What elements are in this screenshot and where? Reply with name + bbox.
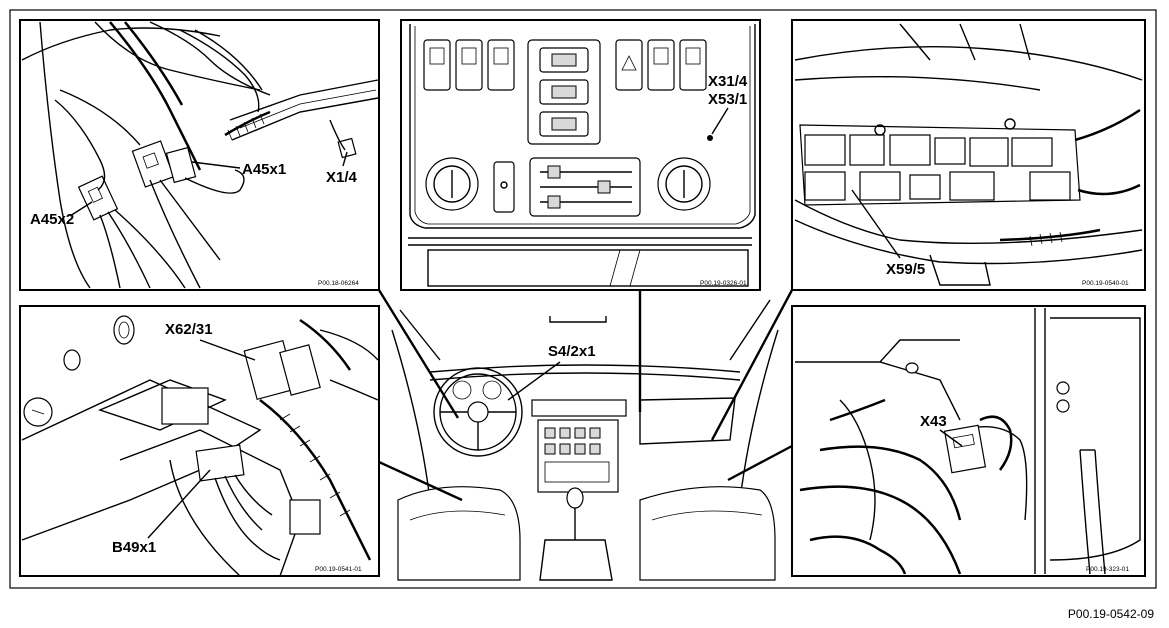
- leader-a45x1: [191, 161, 241, 169]
- panel-top-right-code: P00.19-0540-01: [1082, 280, 1129, 287]
- panel-bottom-right: X43 P00.19-323-01: [791, 305, 1146, 577]
- panel-top-center-illustration: [408, 24, 756, 287]
- figure-id: P00.19-0542-09: [1068, 607, 1154, 621]
- outer-frame: [9, 9, 1157, 589]
- panel-top-right: X59/5 P00.19-0540-01: [791, 19, 1146, 291]
- label-s4-2x1: S4/2x1: [548, 343, 596, 360]
- label-a45x1: A45x1: [242, 161, 286, 178]
- leader-x62-31: [199, 339, 256, 361]
- label-x43: X43: [920, 413, 947, 430]
- panel-bottom-right-code: P00.19-323-01: [1086, 566, 1129, 573]
- leader-to-top-right: [710, 289, 794, 441]
- callout-leaders: [377, 289, 794, 502]
- label-x59-5: X59/5: [886, 261, 925, 278]
- panel-top-left-frame: [19, 19, 380, 291]
- panel-bottom-left: X62/31 B49x1 P00.19-0541-01: [19, 305, 380, 577]
- leader-a45x2: [69, 201, 93, 217]
- label-x1-4: X1/4: [326, 169, 358, 186]
- leader-s4-2x1: [507, 361, 561, 401]
- panel-top-center-code: P00.19-0326-01: [700, 280, 747, 287]
- label-x31-4: X31/4: [708, 73, 748, 90]
- leader-x53-1: [711, 107, 729, 135]
- panel-center: S4/2x1: [391, 292, 779, 582]
- leader-to-top-left: [377, 289, 460, 419]
- leader-x1-4: [342, 151, 348, 167]
- panel-top-left: A45x1 X1/4 A45x2 P00.18-06264: [19, 19, 380, 291]
- panel-top-left-code: P00.18-06264: [318, 280, 359, 287]
- panel-bottom-left-frame: [19, 305, 380, 577]
- label-x53-1: X53/1: [708, 91, 747, 108]
- leader-b49x1: [147, 469, 211, 539]
- panel-bottom-left-code: P00.19-0541-01: [315, 566, 362, 573]
- panel-top-left-illustration: [21, 21, 379, 289]
- panel-top-right-illustration: [794, 23, 1143, 286]
- panel-bottom-right-illustration: [795, 308, 1141, 575]
- label-x62-31: X62/31: [165, 321, 213, 338]
- label-b49x1: B49x1: [112, 539, 156, 556]
- leader-x59-5: [851, 189, 901, 259]
- panel-top-center: X31/4 X53/1 P00.19-0326-01: [400, 19, 761, 291]
- leader-to-bottom-left: [378, 460, 463, 502]
- label-a45x2: A45x2: [30, 211, 74, 228]
- leader-x43: [939, 429, 963, 447]
- leader-to-bottom-right: [727, 444, 793, 482]
- panel-center-illustration: [391, 299, 779, 581]
